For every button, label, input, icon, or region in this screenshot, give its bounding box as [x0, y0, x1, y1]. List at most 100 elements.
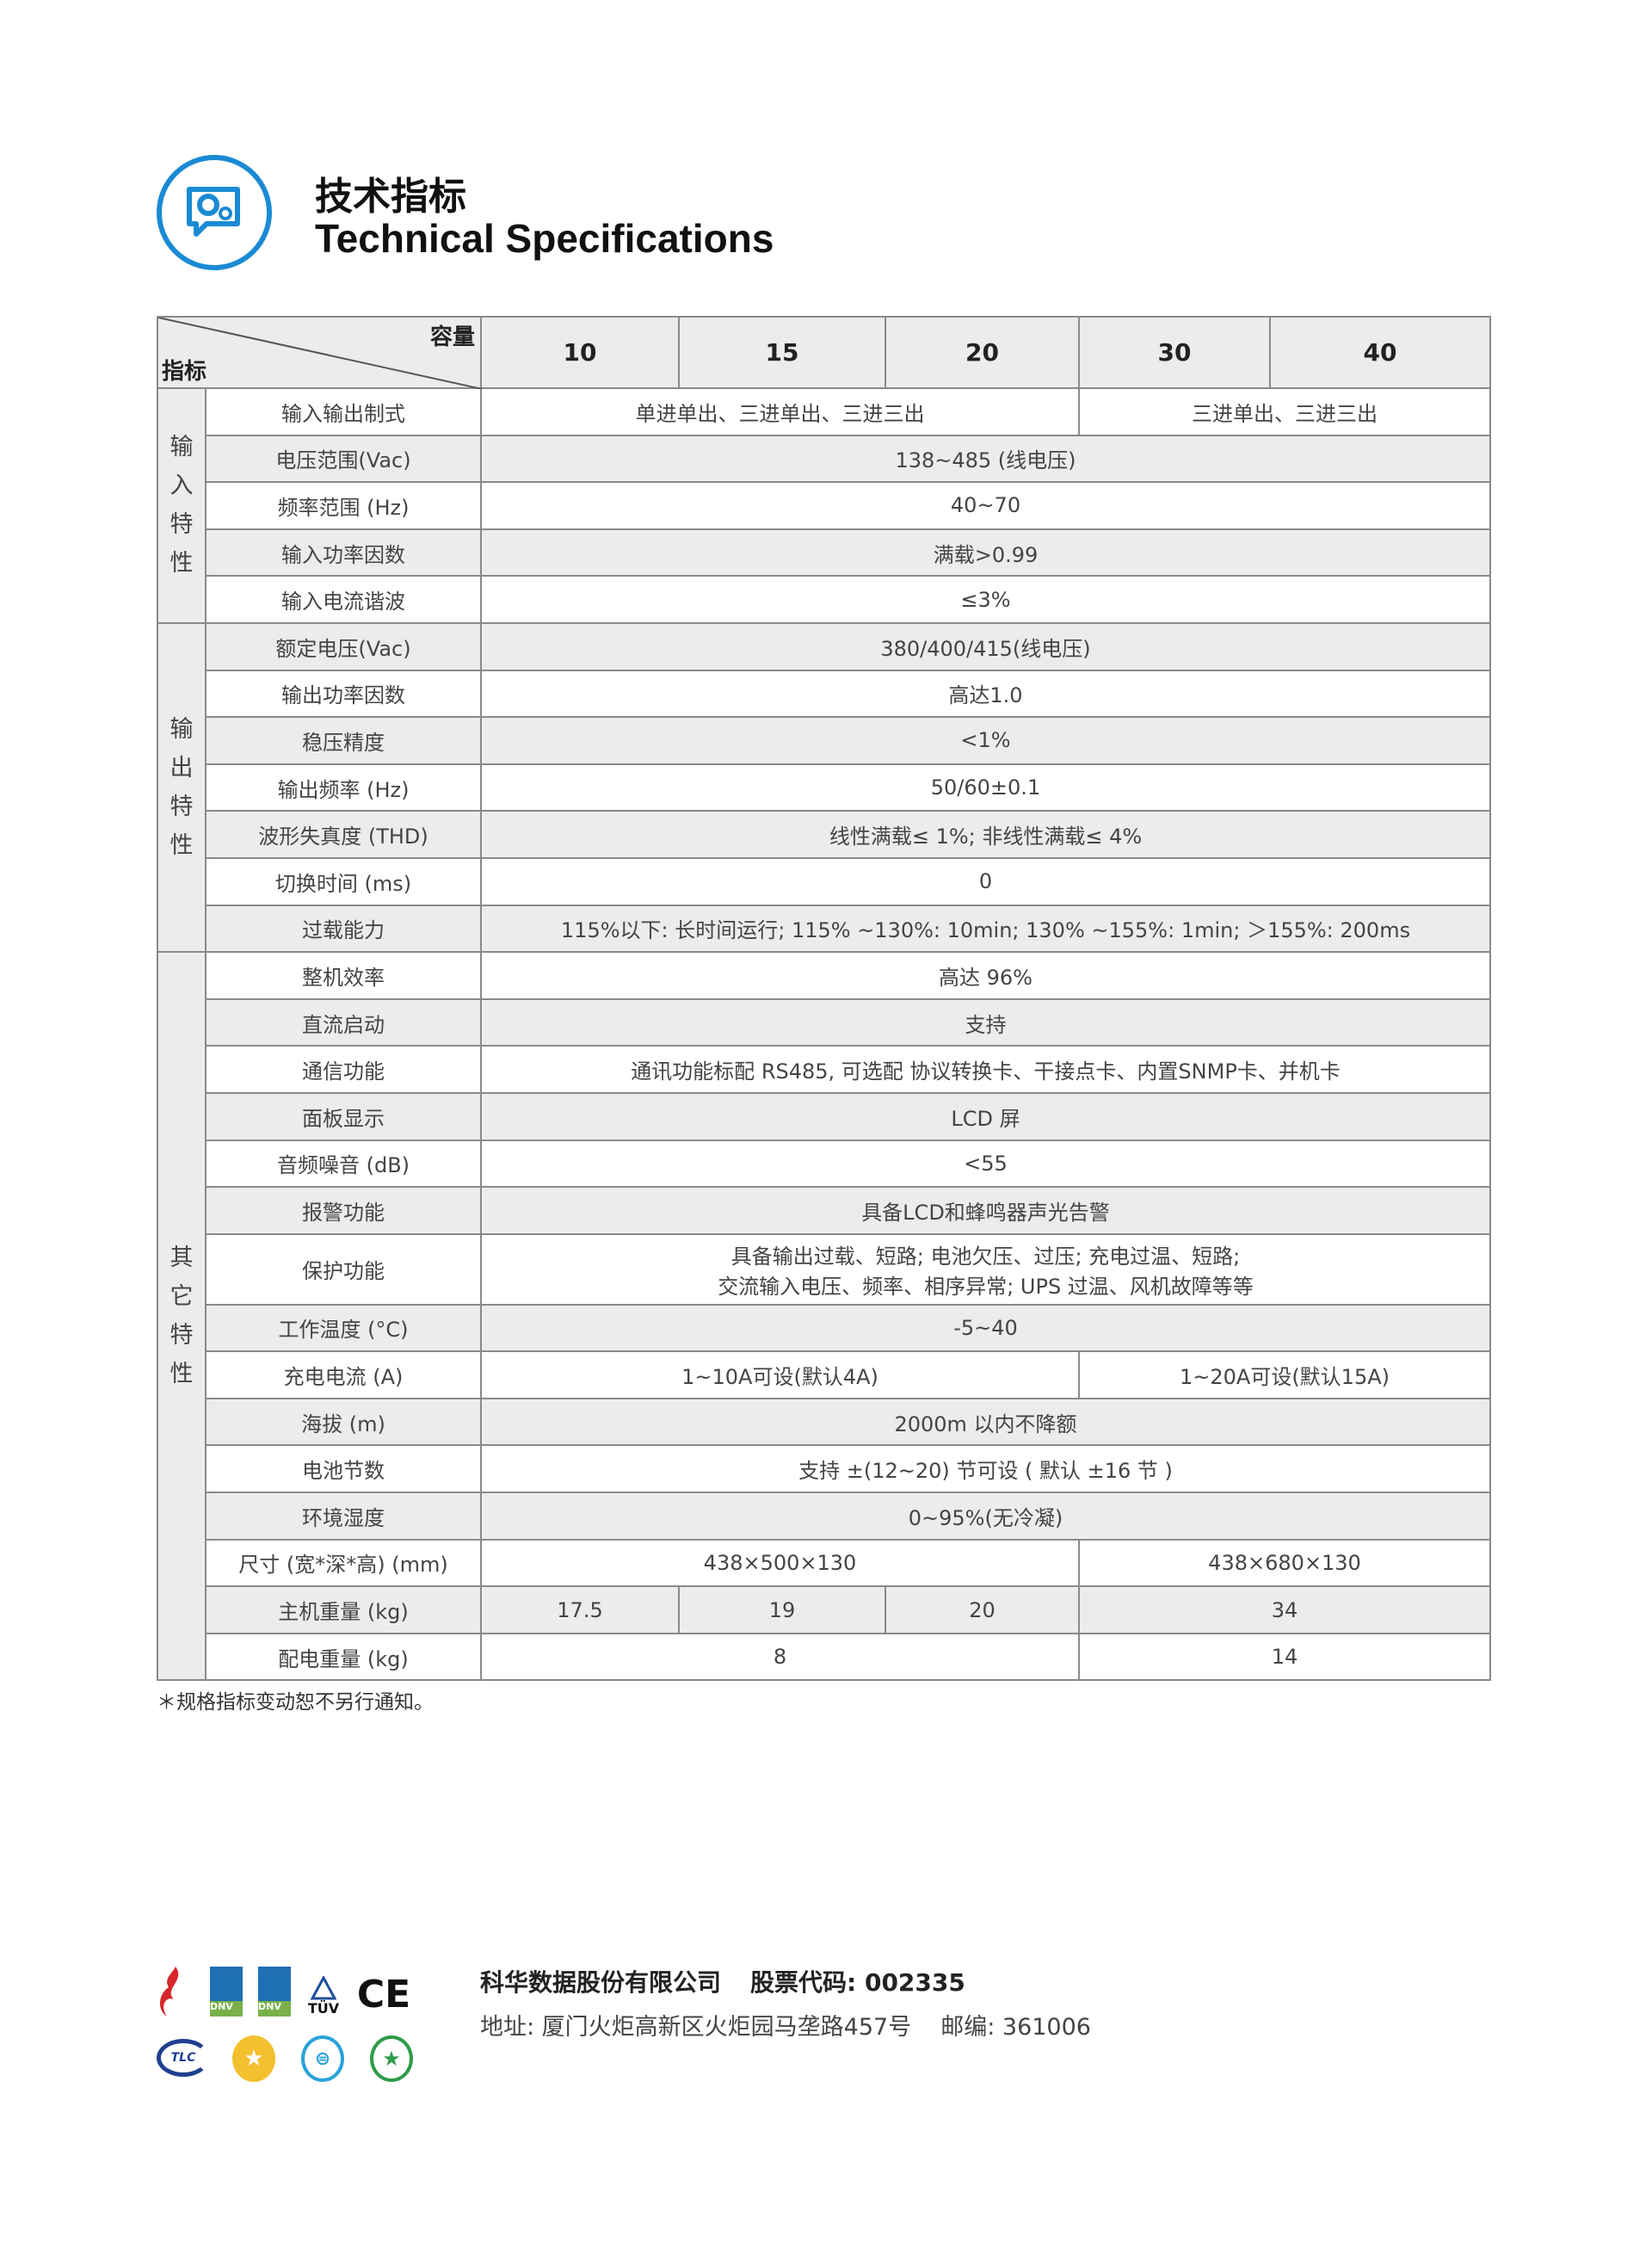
- spec-value-text: 0: [978, 869, 993, 894]
- spec-label: 输入输出制式: [205, 387, 482, 436]
- spec-value: <1%: [480, 716, 1491, 765]
- spec-label: 尺寸 (宽*深*高) (mm): [205, 1538, 482, 1588]
- spec-value: 20: [885, 1585, 1080, 1634]
- spec-value-text: 线性满载≤ 1%; 非线性满载≤ 4%: [829, 825, 1143, 849]
- spec-value-text: 通讯功能标配 RS485, 可选配 协议转换卡、干接点卡、内置SNMP卡、并机卡: [631, 1059, 1341, 1084]
- spec-label: 充电电流 (A): [205, 1350, 482, 1399]
- spec-label: 切换时间 (ms): [205, 856, 482, 906]
- spec-value-text: <55: [964, 1151, 1008, 1176]
- table-row: 工作温度 (°C) -5~40: [157, 1303, 1491, 1353]
- spec-value-text: 单进单出、三进单出、三进三出: [635, 401, 925, 426]
- column-header: 15: [678, 316, 886, 389]
- group-label-char: 其: [170, 1245, 194, 1272]
- group-label-char: 入: [170, 472, 194, 500]
- table-row: 保护功能具备输出过载、短路; 电池欠压、过压; 充电过温、短路;交流输入电压、频…: [157, 1232, 1491, 1306]
- spec-value: 50/60±0.1: [480, 763, 1491, 812]
- column-header: 40: [1269, 316, 1491, 389]
- table-row: 其它特性整机效率高达 96%: [157, 951, 1491, 1682]
- spec-label: 面板显示: [205, 1091, 482, 1141]
- spec-value-text: 380/400/415(线电压): [880, 636, 1091, 661]
- spec-label: 配电重量 (kg): [205, 1632, 482, 1682]
- spec-value-text: 2000m 以内不降额: [894, 1411, 1077, 1436]
- spec-label: 波形失真度 (THD): [205, 810, 482, 859]
- spec-value: 单进单出、三进单出、三进三出: [480, 387, 1080, 436]
- group-label-char: 输: [170, 716, 194, 744]
- column-header: 10: [480, 316, 680, 389]
- spec-value: 1~10A可设(默认4A): [480, 1350, 1080, 1399]
- spec-value: 380/400/415(线电压): [480, 621, 1491, 671]
- spec-label: 主机重量 (kg): [205, 1585, 482, 1634]
- tlc-logo-icon: TLC: [157, 2039, 210, 2077]
- spec-value-text: 满载>0.99: [933, 542, 1039, 567]
- spec-label: 输出功率因数: [205, 669, 482, 719]
- spec-value-text: 具备输出过载、短路; 电池欠压、过压; 充电过温、短路;: [730, 1244, 1241, 1269]
- group-label-char: 它: [170, 1283, 194, 1311]
- group-label: 输出特性: [157, 621, 206, 954]
- dnv-logo-icon: DNV: [210, 1965, 243, 2018]
- spec-value-text: 40~70: [950, 493, 1021, 518]
- corner-capacity: 容量: [429, 324, 475, 350]
- table-row: 海拔 (m) 2000m 以内不降额: [157, 1397, 1491, 1447]
- spec-value-text: -5~40: [953, 1315, 1018, 1340]
- spec-value: 1~20A可设(默认15A): [1078, 1350, 1491, 1399]
- table-row: 输出功率因数高达1.0: [157, 669, 1491, 719]
- spec-value: 40~70: [480, 481, 1491, 530]
- group-label: 输入特性: [157, 387, 206, 624]
- spec-value-text: 19: [768, 1597, 796, 1622]
- table-row: 输入特性输入输出制式 单进单出、三进单出、三进三出 三进单出、三进三出: [157, 387, 1491, 624]
- footnote: ＊规格指标变动恕不另行通知。: [157, 1691, 434, 1714]
- table-row: 输出频率 (Hz)50/60±0.1: [157, 763, 1491, 812]
- company-name: 科华数据股份有限公司: [480, 1968, 722, 1997]
- spec-value-text: 138~485 (线电压): [895, 448, 1076, 473]
- spec-label: 工作温度 (°C): [205, 1303, 482, 1353]
- group-label-char: 特: [170, 794, 194, 821]
- column-header: 30: [1078, 316, 1271, 389]
- spec-label: 输入功率因数: [205, 528, 482, 577]
- table-row: 稳压精度<1%: [157, 716, 1491, 765]
- spec-value: 438×680×130: [1078, 1538, 1491, 1588]
- spec-value: 高达 96%: [480, 951, 1491, 1000]
- spec-value-text: 三进单出、三进三出: [1192, 401, 1378, 426]
- address-line: 地址: 厦门火炬高新区火炬园马垄路457号邮编: 361006: [480, 2008, 1120, 2041]
- gear-chat-icon: [157, 155, 272, 270]
- spec-value: 8: [480, 1632, 1080, 1682]
- spec-value: 高达1.0: [480, 669, 1491, 719]
- spec-value-text: ≤3%: [960, 587, 1011, 612]
- table-row: 切换时间 (ms) 0: [157, 856, 1491, 906]
- blue-seal-icon: ⊜: [301, 2035, 344, 2082]
- spec-value: 0: [480, 856, 1491, 906]
- spec-value: 19: [678, 1585, 886, 1634]
- group-label: 其它特性: [157, 951, 206, 1682]
- table-row: 输入电流谐波≤3%: [157, 575, 1491, 624]
- spec-value-text: LCD 屏: [951, 1106, 1020, 1131]
- corner-cell: 容量 指标: [157, 316, 482, 389]
- spec-value: 14: [1078, 1632, 1491, 1682]
- corner-indicator: 指标: [162, 359, 207, 385]
- spec-value: 0~95%(无冷凝): [480, 1492, 1491, 1541]
- table-row: 充电电流 (A)1~10A可设(默认4A) 1~20A可设(默认15A): [157, 1350, 1491, 1399]
- stock-code: 股票代码: 002335: [750, 1968, 965, 1997]
- spec-value-text: 8: [773, 1645, 787, 1670]
- spec-label: 保护功能: [205, 1232, 482, 1306]
- spec-value-text: 438×680×130: [1208, 1550, 1361, 1575]
- table-row: 面板显示 LCD 屏: [157, 1091, 1491, 1141]
- spec-label: 通信功能: [205, 1045, 482, 1094]
- table-row: 通信功能 通讯功能标配 RS485, 可选配 协议转换卡、干接点卡、内置SNMP卡…: [157, 1045, 1491, 1094]
- column-header: 20: [885, 316, 1080, 389]
- spec-value: 34: [1078, 1585, 1491, 1634]
- spec-label: 海拔 (m): [205, 1397, 482, 1447]
- group-label-char: 性: [170, 550, 194, 577]
- spec-value: 2000m 以内不降额: [480, 1397, 1491, 1447]
- spec-label: 直流启动: [205, 997, 482, 1047]
- spec-value: 通讯功能标配 RS485, 可选配 协议转换卡、干接点卡、内置SNMP卡、并机卡: [480, 1045, 1491, 1094]
- group-label-char: 输: [170, 434, 194, 461]
- spec-label: 频率范围 (Hz): [205, 481, 482, 530]
- table-row: 直流启动支持: [157, 997, 1491, 1047]
- spec-value: 具备输出过载、短路; 电池欠压、过压; 充电过温、短路;交流输入电压、频率、相序…: [480, 1232, 1491, 1306]
- spec-value-text: 1~20A可设(默认15A): [1179, 1365, 1390, 1390]
- green-seal-icon: ★: [370, 2035, 413, 2082]
- spec-label: 额定电压(Vac): [205, 621, 482, 671]
- table-row: 电压范围(Vac)138~485 (线电压): [157, 434, 1491, 484]
